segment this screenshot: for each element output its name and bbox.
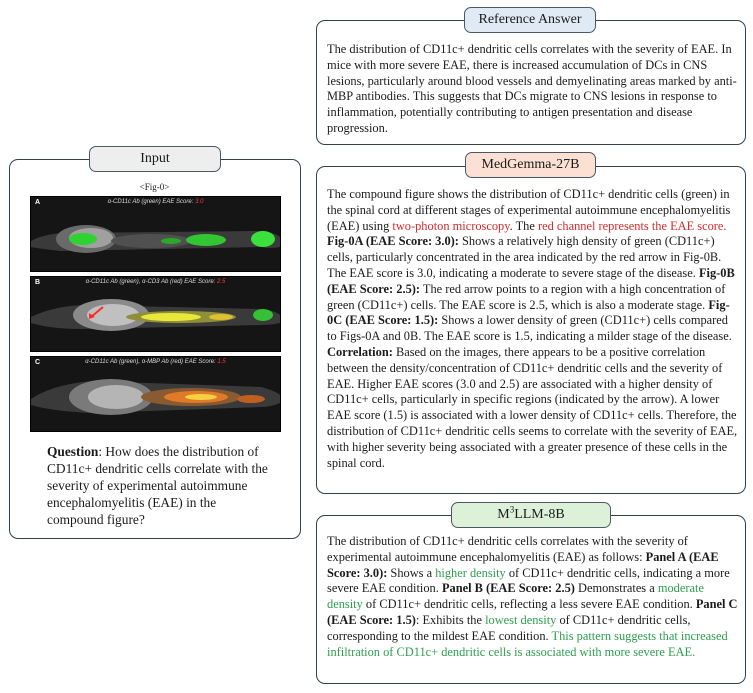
m3llm-box — [316, 515, 746, 684]
panel-a-letter: A — [35, 199, 41, 206]
figure-panel-a: A α-CD11c Ab (green) EAE Score: 3.0 — [30, 196, 281, 272]
figure-label: <Fig-0> — [139, 182, 170, 192]
figure-panel-c: C α-CD11c Ab (green), α-MBP Ab (red) EAE… — [30, 356, 281, 432]
panel-a-caption: α-CD11c Ab (green) EAE Score: 3.0 — [107, 199, 204, 205]
panel-c-letter: C — [35, 359, 41, 366]
panel-b-letter: B — [35, 279, 41, 286]
figure-panel-b: B α-CD11c Ab (green), α-CD3 Ab (red) EAE… — [30, 276, 281, 352]
reference-answer-title: Reference Answer — [464, 7, 596, 33]
panel-b-image — [31, 277, 280, 351]
medgemma-title: MedGemma-27B — [465, 152, 596, 178]
panel-a-image — [31, 197, 280, 271]
medgemma-text: The compound figure shows the distributi… — [327, 187, 738, 470]
question-text: Question: How does the distribution of C… — [47, 444, 268, 527]
input-title: Input — [89, 146, 221, 172]
panel-c-caption: α-CD11c Ab (green), α-MBP Ab (red) EAE S… — [85, 359, 226, 365]
m3llm-text: The distribution of CD11c+ dendritic cel… — [327, 534, 738, 659]
medgemma-box — [316, 166, 746, 494]
reference-answer-text: The distribution of CD11c+ dendritic cel… — [327, 42, 737, 135]
panel-c-image — [31, 357, 280, 431]
panel-b-caption: α-CD11c Ab (green), α-CD3 Ab (red) EAE S… — [85, 279, 226, 285]
m3llm-title: M3LLM-8B — [451, 502, 611, 528]
